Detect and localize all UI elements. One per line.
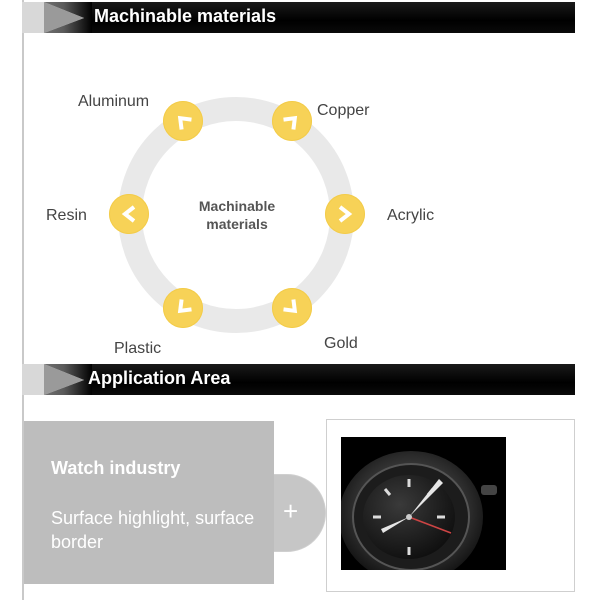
card-description: Surface highlight, surface border xyxy=(51,508,255,552)
chevron-icon-gold xyxy=(272,288,312,328)
chevron-icon-plastic xyxy=(163,288,203,328)
chevron-icon-acrylic xyxy=(325,194,365,234)
material-label-acrylic: Acrylic xyxy=(387,207,435,224)
watch-image xyxy=(341,437,506,570)
material-label-resin: Resin xyxy=(46,207,87,224)
chevron-icon-resin xyxy=(109,194,149,234)
material-label-gold: Gold xyxy=(324,335,358,352)
section-header-application: Application Area xyxy=(22,364,575,395)
material-label-copper: Copper xyxy=(317,102,370,119)
plus-icon[interactable]: + xyxy=(283,496,299,526)
header-arrow-icon xyxy=(22,364,84,395)
card-title: Watch industry xyxy=(51,458,181,478)
chevron-icon-copper xyxy=(272,101,312,141)
left-divider-line xyxy=(22,0,24,600)
header-arrow-icon xyxy=(22,2,84,33)
material-label-aluminum: Aluminum xyxy=(78,93,150,110)
section-title: Machinable materials xyxy=(94,6,277,26)
section-title: Application Area xyxy=(88,368,231,388)
chevron-icon-aluminum xyxy=(163,101,203,141)
application-card[interactable] xyxy=(24,421,274,584)
material-label-plastic: Plastic xyxy=(114,340,162,357)
section-header-materials: Machinable materials xyxy=(22,2,575,33)
diagram-center-label: Machinable materials xyxy=(198,198,276,232)
